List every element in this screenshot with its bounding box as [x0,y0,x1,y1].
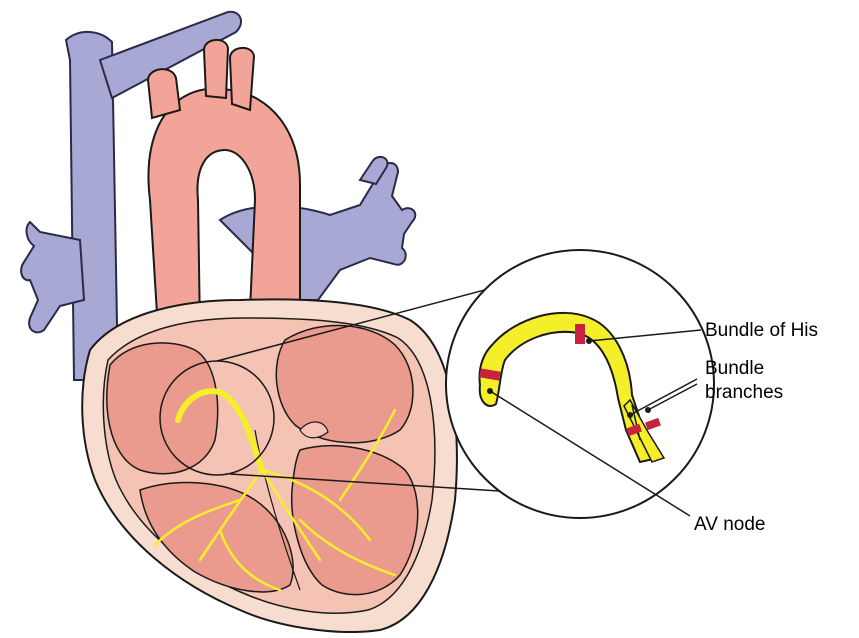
left-ventricle [292,446,418,595]
bundle-branches-dot-2 [645,407,651,413]
aorta [148,40,300,330]
av-node-dot [487,388,493,394]
aortic-arch [148,88,300,330]
pulmonary-artery-trunk [220,163,415,300]
his-bundle-marker [575,324,585,344]
bundle-of-his-dot [586,338,592,344]
labels: Bundle of His Bundle branches AV node [694,320,818,535]
label-bundle-of-his: Bundle of His [705,320,818,341]
left-atrium [276,325,413,442]
label-bundle-branches-line2: branches [705,382,783,403]
label-av-node: AV node [694,514,765,535]
bundle-branches-dot-1 [627,412,633,418]
left-carotid-artery [204,40,228,98]
pulmonary-artery [220,157,415,300]
label-bundle-branches-line1: Bundle [705,358,764,379]
heart-body [82,299,457,632]
brachiocephalic-artery [148,69,180,118]
left-subclavian-artery [230,48,254,110]
